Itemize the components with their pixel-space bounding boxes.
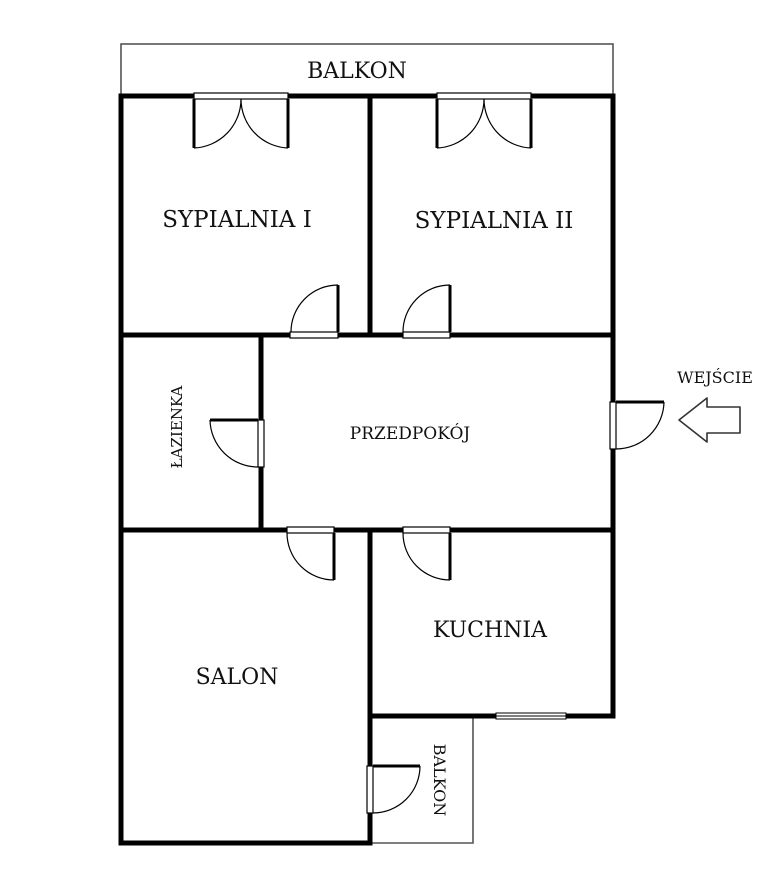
left-arrow-icon bbox=[678, 397, 741, 443]
bedroom-2-label: SYPIALNIA II bbox=[415, 208, 574, 234]
door-balcony-salon bbox=[366, 764, 421, 814]
entrance-label: WEJŚCIE bbox=[677, 367, 753, 387]
door-bedroom-1 bbox=[289, 284, 340, 339]
door-bathroom bbox=[209, 418, 265, 468]
bedroom-1-label: SYPIALNIA I bbox=[162, 207, 312, 233]
door-salon bbox=[286, 526, 336, 581]
living-room-label: SALON bbox=[196, 665, 279, 690]
double-door-bedroom-1 bbox=[192, 92, 290, 149]
kitchen-window bbox=[495, 712, 567, 720]
hallway-label: PRZEDPOKÓJ bbox=[350, 423, 471, 444]
balcony-bottom-outline bbox=[370, 715, 474, 844]
door-kitchen bbox=[402, 526, 452, 581]
door-entrance bbox=[609, 400, 665, 450]
kitchen-label: KUCHNIA bbox=[433, 618, 548, 643]
balcony-bottom-label: BALKON bbox=[430, 744, 449, 817]
balcony-top-label: BALKON bbox=[307, 59, 407, 84]
bathroom-label: ŁAZIENKA bbox=[168, 385, 186, 468]
door-bedroom-2 bbox=[402, 284, 452, 339]
double-door-bedroom-2 bbox=[435, 92, 533, 149]
